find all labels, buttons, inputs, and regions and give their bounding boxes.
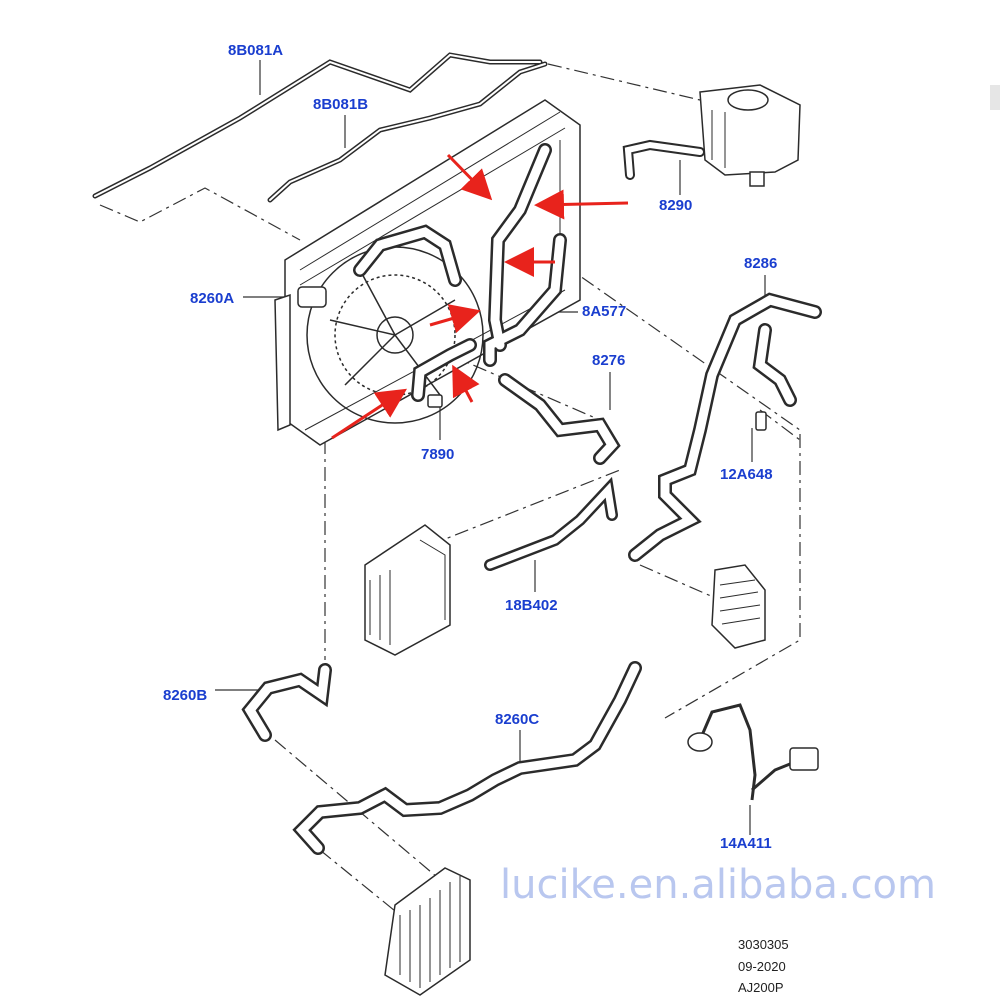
auxiliary-radiator [384,867,471,996]
doc-date: 09-2020 [738,959,786,974]
label-12A648: 12A648 [720,466,773,483]
label-8B081B: 8B081B [313,96,369,113]
label-14A411: 14A411 [720,835,772,852]
doc-number: 3030305 [738,937,789,952]
highlight-arrows [331,153,629,440]
label-8260A: 8260A [190,290,235,307]
label-8260C: 8260C [495,711,540,728]
label-8260B: 8260B [163,687,208,704]
label-8B081A: 8B081A [228,42,284,59]
expansion-tank [699,84,801,187]
label-18B402: 18B402 [505,597,558,614]
harness-14A411 [698,703,801,801]
connector-7890 [427,394,443,408]
edge-marker [990,85,1000,110]
sensor-12A648 [755,411,767,431]
oil-cooler [711,564,766,649]
doc-code: AJ200P [738,980,784,995]
label-8286: 8286 [744,255,778,272]
label-8A577: 8A577 [582,303,627,320]
intercooler [364,524,451,656]
label-7890: 7890 [421,446,455,463]
label-8276: 8276 [592,352,626,369]
watermark: lucike.en.alibaba.com [500,862,936,908]
connector-8260A [297,286,327,308]
label-8290: 8290 [659,197,693,214]
